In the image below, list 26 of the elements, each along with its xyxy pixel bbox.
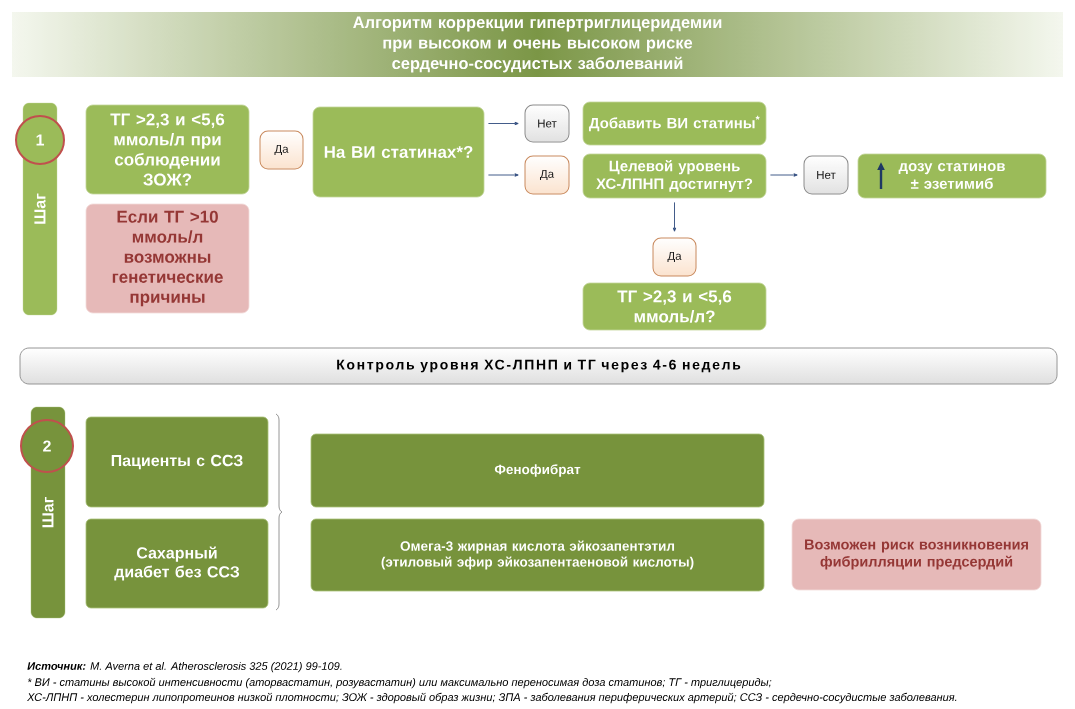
answer-badge: Нет	[803, 155, 849, 195]
answer-badge: Да	[524, 155, 570, 195]
treatment-box: Фенофибрат	[310, 433, 765, 508]
question-box: ТГ >2,3 и <5,6 ммоль/л?	[582, 282, 767, 331]
arrow	[487, 121, 519, 126]
action-box: дозу статинов ± эзетимиб	[857, 153, 1047, 199]
question-box: Целевой уровень ХС-ЛПНП достигнут?	[582, 153, 767, 199]
footnote: * ВИ - статины высокой интенсивности (аторвастатин, розувастатин) или максимально переносимая доза статинов; ТГ - триглицериды;	[27, 677, 772, 689]
answer-badge: Нет	[524, 104, 570, 143]
arrow	[769, 173, 798, 177]
answer-badge: Да	[259, 130, 304, 170]
control-banner: Контроль уровня ХС-ЛПНП и ТГ через 4-6 недель	[19, 347, 1058, 385]
title: Алгоритм коррекции гипертриглицеридемии при высоком и очень высоком риске сердечно-сосудистых заболеваний	[353, 16, 722, 73]
footnote: ХС-ЛПНП - холестерин липопротеинов низкой плотности; ЗОЖ - здоровый образ жизни; ЗПА - заболевания периферических артерий; ССЗ - сердечно-сосудистые заболевания.	[27, 692, 957, 704]
condition-box: ТГ >2,3 и <5,6 ммоль/л при соблюдении ЗОЖ?	[85, 104, 250, 195]
patient-group-box: Пациенты с ССЗ	[85, 416, 269, 508]
arrow	[487, 173, 519, 177]
question-box: На ВИ статинах*?	[312, 106, 485, 198]
action-box: Добавить ВИ статины$^{*}$	[582, 101, 767, 146]
warning-box: Если ТГ >10 ммоль/л возможны генетические причины	[85, 203, 250, 314]
treatment-box: Омега-3 жирная кислота эйкозапентэтил (этиловый эфир эйкозапентаеновой кислоты)	[310, 518, 765, 592]
warning-box: Возможен риск возникновения фибрилляции предсердий	[791, 518, 1042, 591]
patient-group-box: Сахарный диабет без ССЗ	[85, 518, 269, 609]
answer-badge: Да	[652, 237, 697, 277]
source-note: Источник: M. Averna et al. Atherosclerosis 325 (2021) 99-109.	[27, 661, 342, 673]
arrow	[672, 201, 677, 232]
